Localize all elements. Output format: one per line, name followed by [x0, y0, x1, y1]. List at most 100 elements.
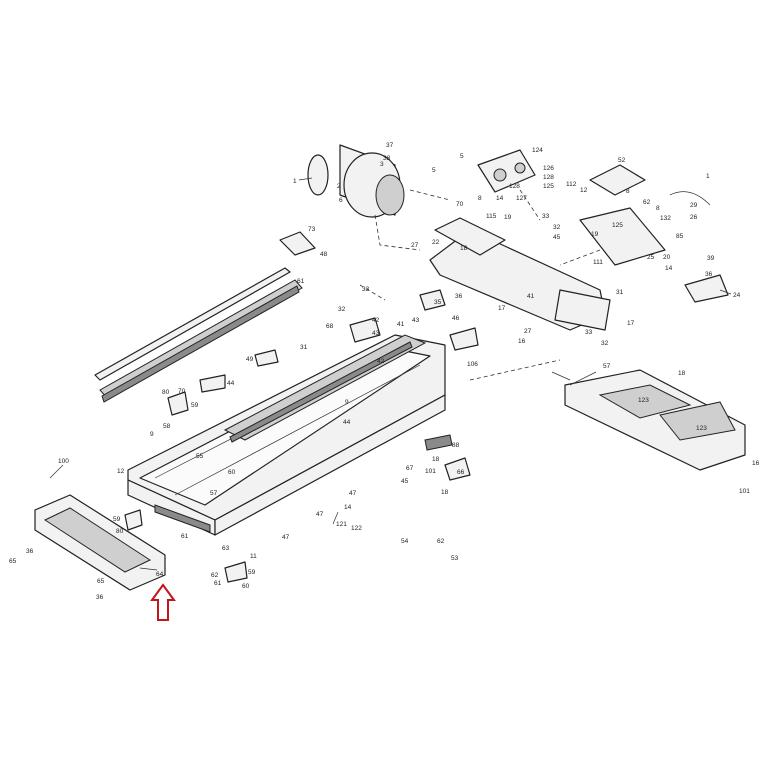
callout-label: 38 [383, 155, 391, 162]
callout-label: 48 [320, 251, 328, 258]
callout-label: 44 [227, 380, 235, 387]
callout-label: 100 [58, 458, 69, 465]
callout-label: 12 [117, 468, 125, 475]
callout-label: 32 [338, 306, 346, 313]
callout-label: 8 [626, 188, 630, 195]
callout-label: 62 [211, 572, 219, 579]
callout-label: 49 [246, 356, 254, 363]
callout-label: 132 [660, 215, 671, 222]
callout-label: 43 [412, 317, 420, 324]
callout-label: 17 [627, 320, 635, 327]
upright-frame [429, 207, 666, 331]
callout-label: 57 [603, 363, 611, 370]
callout-label: 42 [377, 358, 385, 365]
drive-motor [307, 144, 405, 218]
callout-label: 5 [460, 153, 464, 160]
callout-label: 18 [678, 370, 686, 377]
callout-label: 18 [432, 456, 440, 463]
callout-label: 17 [498, 305, 506, 312]
small-brackets [124, 231, 729, 583]
callout-label: 42 [372, 317, 380, 324]
callout-label: 45 [553, 234, 561, 241]
callout-label: 112 [566, 181, 577, 188]
callout-label: 36 [26, 548, 34, 555]
callout-label: 67 [406, 465, 414, 472]
callout-label: 47 [316, 511, 324, 518]
callout-label: 8 [478, 195, 482, 202]
callout-label: 62 [437, 538, 445, 545]
callout-label: 124 [532, 147, 543, 154]
callout-label: 33 [362, 286, 370, 293]
callout-label: 54 [401, 538, 409, 545]
callout-label: 18 [460, 245, 468, 252]
callout-label: 57 [210, 490, 218, 497]
callout-label: 47 [349, 490, 357, 497]
callout-label: 36 [455, 293, 463, 300]
callout-label: 60 [228, 469, 236, 476]
callout-label: 9 [345, 399, 349, 406]
callout-label: 65 [97, 578, 105, 585]
motor-controller-124 [477, 149, 536, 193]
callout-label: 1 [293, 178, 297, 185]
callout-label: 35 [434, 299, 442, 306]
callout-label: 33 [542, 213, 550, 220]
callout-label: 16 [752, 460, 760, 467]
callout-label: 32 [553, 224, 561, 231]
callout-label: 125 [612, 222, 623, 229]
callout-label: 125 [543, 183, 554, 190]
callout-label: 2 [337, 183, 341, 190]
callout-label: 36 [705, 271, 713, 278]
callout-label: 68 [326, 323, 334, 330]
left-rail-71 [94, 267, 303, 403]
callout-label: 61 [214, 580, 222, 587]
callout-label: 9 [150, 431, 154, 438]
callout-label: 115 [486, 213, 497, 220]
callout-label: 36 [96, 594, 104, 601]
callout-label: 14 [665, 265, 673, 272]
callout-label: 44 [343, 419, 351, 426]
callout-label: 19 [504, 214, 512, 221]
callout-label: 128 [543, 174, 554, 181]
callout-label: 55 [196, 453, 204, 460]
callout-label: 19 [591, 231, 599, 238]
callout-label: 59 [113, 516, 121, 523]
callout-label: 41 [527, 293, 535, 300]
callout-label: 8 [656, 205, 660, 212]
callout-label: 65 [9, 558, 17, 565]
callout-label: 41 [397, 321, 405, 328]
callout-label: 111 [593, 259, 603, 266]
callout-label: 46 [452, 315, 460, 322]
callout-label: 80 [116, 528, 124, 535]
callout-label: 11 [250, 553, 257, 560]
callout-label: 29 [690, 202, 698, 209]
callout-label: 43 [372, 330, 380, 337]
callout-label: 106 [467, 361, 478, 368]
callout-label: 27 [524, 328, 532, 335]
callout-label: 64 [156, 571, 164, 578]
callout-label: 39 [707, 255, 715, 262]
callout-label: 31 [300, 344, 308, 351]
highlight-arrow [150, 583, 176, 621]
callout-label: 123 [638, 397, 649, 404]
callout-label: 14 [344, 504, 352, 511]
callout-label: 16 [518, 338, 526, 345]
callout-label: 33 [585, 329, 593, 336]
callout-label: 61 [297, 278, 305, 285]
callout-label: 80 [162, 389, 170, 396]
callout-label: 27 [411, 242, 419, 249]
electronics-board-52 [589, 164, 711, 206]
right-rail [223, 334, 427, 443]
callout-label: 61 [181, 533, 189, 540]
callout-label: 70 [178, 388, 186, 395]
callout-label: 121 [336, 521, 347, 528]
callout-label: 101 [425, 468, 436, 475]
callout-label: 18 [441, 489, 449, 496]
callout-label: 127 [516, 195, 527, 202]
callout-label: 3 [380, 161, 384, 168]
callout-label: 1 [706, 173, 710, 180]
callout-label: 53 [451, 555, 459, 562]
callout-label: 6 [339, 197, 343, 204]
front-end-cap-64 [34, 494, 166, 591]
